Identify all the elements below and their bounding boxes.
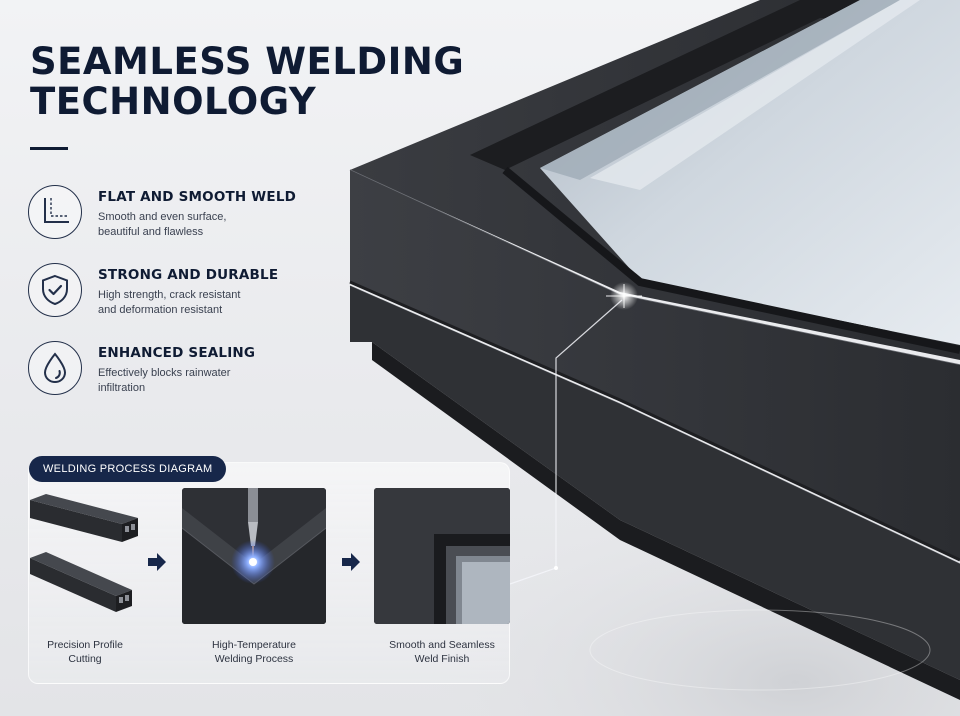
title-line-1: SEAMLESS WELDING <box>30 40 465 83</box>
arrow-right-icon <box>146 552 168 572</box>
feature-title: FLAT AND SMOOTH WELD <box>98 189 297 205</box>
feature-title: ENHANCED SEALING <box>98 345 256 361</box>
corner-joint-icon <box>28 185 82 239</box>
process-step-finish: Smooth and Seamless Weld Finish <box>374 488 510 666</box>
process-step-welding: High-Temperature Welding Process <box>182 488 326 666</box>
welding-process-image <box>182 488 326 624</box>
water-drop-icon <box>28 341 82 395</box>
page-title: SEAMLESS WELDING TECHNOLOGY <box>30 42 464 122</box>
title-underline <box>30 147 68 150</box>
feature-flat-smooth-weld: FLAT AND SMOOTH WELD Smooth and even sur… <box>28 185 388 255</box>
feature-description: High strength, crack resistant and defor… <box>98 289 241 316</box>
step-caption: Precision Profile Cutting <box>47 639 123 665</box>
step-caption: Smooth and Seamless Weld Finish <box>389 639 495 665</box>
step-caption: High-Temperature Welding Process <box>211 639 297 665</box>
shield-check-icon <box>28 263 82 317</box>
title-line-2: TECHNOLOGY <box>30 80 317 123</box>
feature-strong-durable: STRONG AND DURABLE High strength, crack … <box>28 263 388 333</box>
feature-enhanced-sealing: ENHANCED SEALING Effectively blocks rain… <box>28 341 388 411</box>
process-diagram-badge: WELDING PROCESS DIAGRAM <box>29 456 227 482</box>
feature-description: Effectively blocks rainwater infiltratio… <box>98 367 231 394</box>
profile-cutting-image <box>26 488 144 624</box>
feature-description: Smooth and even surface, beautiful and f… <box>98 211 227 238</box>
feature-title: STRONG AND DURABLE <box>98 267 279 283</box>
seamless-finish-image <box>374 488 510 624</box>
process-step-cutting: Precision Profile Cutting <box>26 488 144 666</box>
arrow-right-icon <box>340 552 362 572</box>
